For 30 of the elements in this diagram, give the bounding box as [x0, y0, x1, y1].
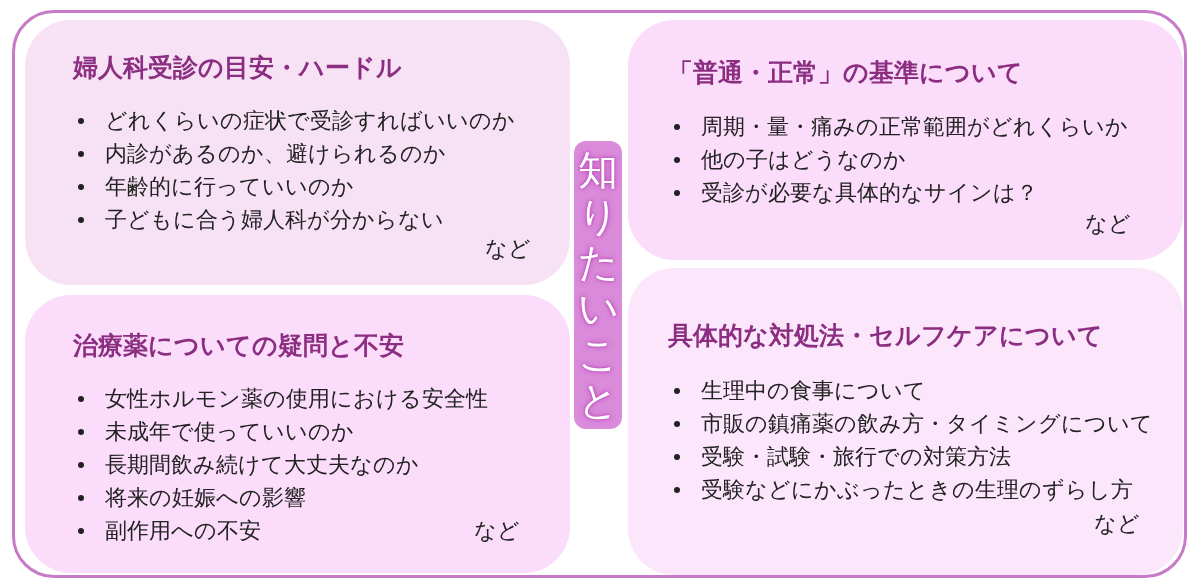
topic-card — [25, 20, 570, 285]
list-item: 受験などにかぶったときの生理のずらし方 — [701, 476, 1133, 504]
list-item: 市販の鎮痛薬の飲み方・タイミングについて — [701, 410, 1153, 438]
list-item: 受診が必要な具体的なサインは？ — [701, 179, 1038, 207]
list-item: 将来の妊娠への影響 — [105, 484, 306, 512]
card-heading: 婦人科受診の目安・ハードル — [73, 52, 402, 84]
topic-card — [628, 20, 1183, 260]
list-item: 未成年で使っていいのか — [105, 418, 354, 446]
trailing-note: など — [1094, 510, 1140, 538]
trailing-note: など — [474, 517, 520, 545]
list-item: 受験・試験・旅行での対策方法 — [701, 443, 1011, 471]
outer-frame — [12, 10, 1187, 578]
list-item: 周期・量・痛みの正常範囲がどれくらいか — [701, 113, 1128, 141]
list-item: 副作用への不安 — [105, 517, 261, 545]
topic-card — [25, 295, 570, 573]
list-item: 内診があるのか、避けられるのか — [105, 140, 446, 168]
list-item: 子どもに合う婦人科が分からない — [105, 206, 444, 234]
trailing-note: など — [485, 235, 531, 263]
card-heading: 具体的な対処法・セルフケアについて — [668, 320, 1103, 352]
card-heading: 「普通・正常」の基準について — [668, 57, 1023, 89]
list-item: 他の子はどうなのか — [701, 146, 906, 174]
list-item: 女性ホルモン薬の使用における安全性 — [105, 385, 488, 413]
list-item: 長期間飲み続けて大丈夫なのか — [105, 451, 419, 479]
trailing-note: など — [1085, 210, 1131, 238]
list-item: 生理中の食事について — [701, 377, 926, 405]
vertical-title: 知りたいこと — [574, 141, 622, 429]
card-heading: 治療薬についての疑問と不安 — [73, 330, 404, 362]
list-item: どれくらいの症状で受診すればいいのか — [105, 107, 515, 135]
topic-card — [628, 268, 1183, 575]
list-item: 年齢的に行っていいのか — [105, 173, 354, 201]
